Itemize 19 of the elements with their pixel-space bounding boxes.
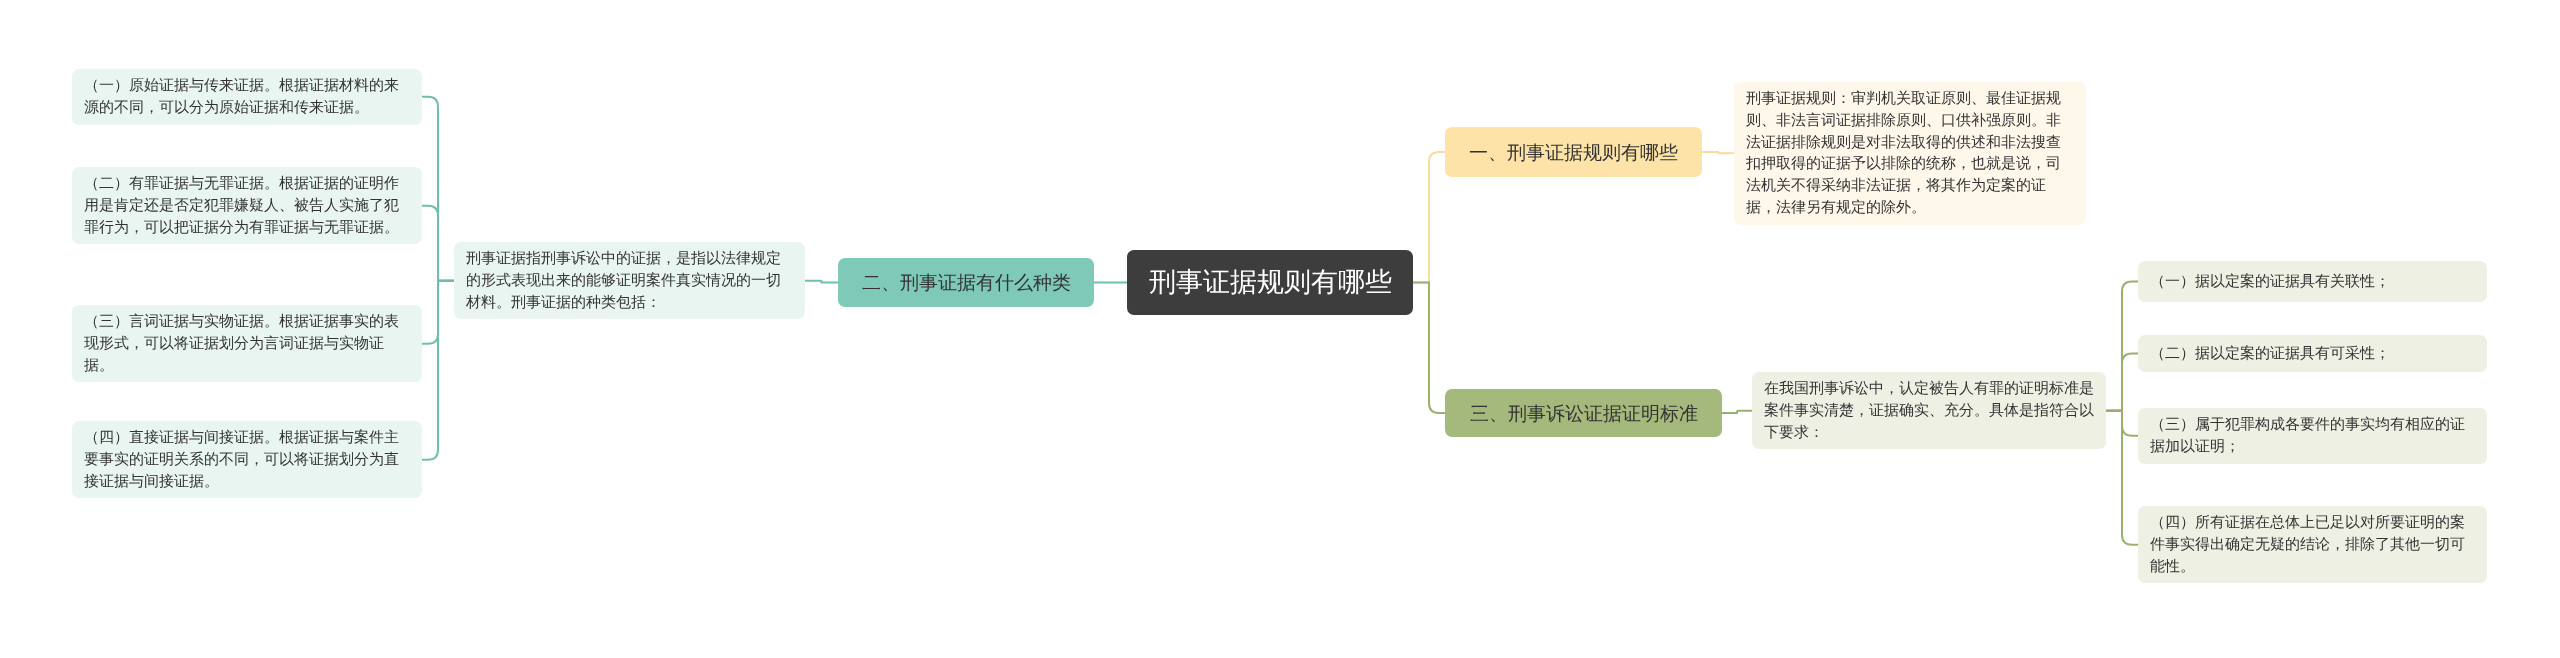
branch-topic: 二、刑事证据有什么种类	[838, 258, 1094, 307]
note-card: 刑事证据指刑事诉讼中的证据，是指以法律规定的形式表现出来的能够证明案件真实情况的一切材料。刑事证据的种类包括：	[454, 242, 805, 320]
note-card: （二）据以定案的证据具有可采性；	[2138, 335, 2487, 372]
note-card: （四）直接证据与间接证据。根据证据与案件主要事实的证明关系的不同，可以将证据划分为直接证据与间接证据。	[72, 421, 422, 499]
note-card: （一）原始证据与传来证据。根据证据材料的来源的不同，可以分为原始证据和传来证据。	[72, 69, 422, 125]
note-card: 刑事证据规则：审判机关取证原则、最佳证据规则、非法言词证据排除原则、口供补强原则。非法证据排除规则是对非法取得的供述和非法搜查扣押取得的证据予以排除的统称，也就是说，司法机关不得采纳非法证据，将其作为定案的证据，法律另有规定的除外。	[1734, 82, 2086, 225]
connector-line	[804, 279, 839, 284]
note-card: （一）据以定案的证据具有关联性；	[2138, 261, 2487, 302]
connector-line	[1701, 151, 1735, 155]
branch-topic: 一、刑事证据规则有哪些	[1445, 127, 1702, 177]
note-card: 在我国刑事诉讼中，认定被告人有罪的证明标准是案件事实清楚，证据确实、充分。具体是指符合以下要求：	[1752, 372, 2106, 450]
branch-topic: 三、刑事诉讼证据证明标准	[1445, 389, 1722, 437]
connector-line	[1093, 281, 1128, 284]
root-topic: 刑事证据规则有哪些	[1127, 250, 1413, 315]
note-card: （三）言词证据与实物证据。根据证据事实的表现形式，可以将证据划分为言词证据与实物证据。	[72, 305, 422, 383]
note-card: （四）所有证据在总体上已足以对所要证明的案件事实得出确定无疑的结论，排除了其他一切可能性。	[2138, 506, 2487, 584]
note-card: （三）属于犯罪构成各要件的事实均有相应的证据加以证明；	[2138, 408, 2487, 464]
note-card: （二）有罪证据与无罪证据。根据证据的证明作用是肯定还是否定犯罪嫌疑人、被告人实施了犯罪行为，可以把证据分为有罪证据与无罪证据。	[72, 167, 422, 245]
connector-line	[1721, 409, 1753, 414]
